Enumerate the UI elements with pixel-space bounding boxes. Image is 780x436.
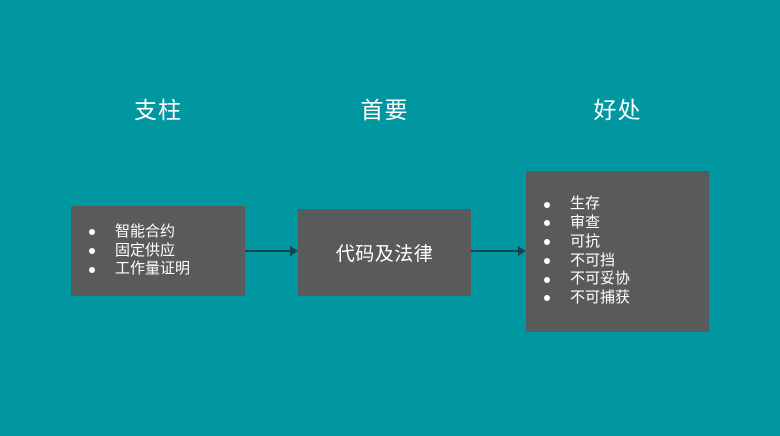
- primary-box: 代码及法律: [298, 209, 471, 296]
- list-item: 可抗: [526, 233, 709, 252]
- bullet-icon: [544, 201, 550, 208]
- list-item-label: 固定供应: [115, 241, 176, 259]
- bullet-icon: [544, 220, 550, 227]
- list-item: 固定供应: [71, 242, 245, 261]
- arrow-head-icon: [290, 246, 298, 256]
- bullet-icon: [544, 295, 550, 302]
- list-item-label: 不可挡: [570, 251, 616, 269]
- column-header-primary: 首要: [360, 97, 409, 123]
- list-item-label: 生存: [570, 195, 601, 213]
- arrow-head-icon: [518, 246, 526, 256]
- list-item-label: 可抗: [570, 232, 601, 250]
- column-header-pillars: 支柱: [134, 97, 182, 123]
- list-item: 生存: [526, 195, 709, 214]
- list-item-label: 不可捕获: [570, 289, 631, 306]
- bullet-icon: [544, 257, 550, 264]
- bullet-icon: [89, 266, 95, 273]
- list-item: 不可妥协: [526, 270, 709, 289]
- arrow-pillars-to-primary: [245, 246, 298, 256]
- benefits-list: 生存 审查 可抗 不可挡 不可妥协 不可捕获: [526, 195, 709, 308]
- list-item: 工作量证明: [71, 260, 245, 279]
- list-item: 智能合约: [71, 223, 245, 242]
- list-item-label: 不可妥协: [570, 270, 631, 288]
- pillars-box: 智能合约 固定供应 工作量证明: [71, 206, 245, 296]
- list-item: 审查: [526, 214, 709, 233]
- list-item-label: 智能合约: [115, 222, 176, 240]
- bullet-icon: [89, 229, 95, 236]
- list-item-label: 工作量证明: [115, 260, 191, 278]
- list-item: 不可捕获: [526, 289, 709, 308]
- bullet-icon: [89, 248, 95, 254]
- column-header-benefits: 好处: [593, 97, 642, 123]
- arrow-line: [471, 250, 518, 252]
- list-item-label: 审查: [570, 214, 601, 231]
- arrow-primary-to-benefits: [471, 246, 526, 256]
- list-item: 不可挡: [526, 252, 709, 271]
- bullet-icon: [544, 276, 550, 283]
- arrow-line: [245, 250, 290, 252]
- benefits-box: 生存 审查 可抗 不可挡 不可妥协 不可捕获: [526, 171, 709, 332]
- pillars-list: 智能合约 固定供应 工作量证明: [71, 223, 245, 279]
- bullet-icon: [544, 239, 550, 246]
- primary-box-label: 代码及法律: [335, 244, 434, 265]
